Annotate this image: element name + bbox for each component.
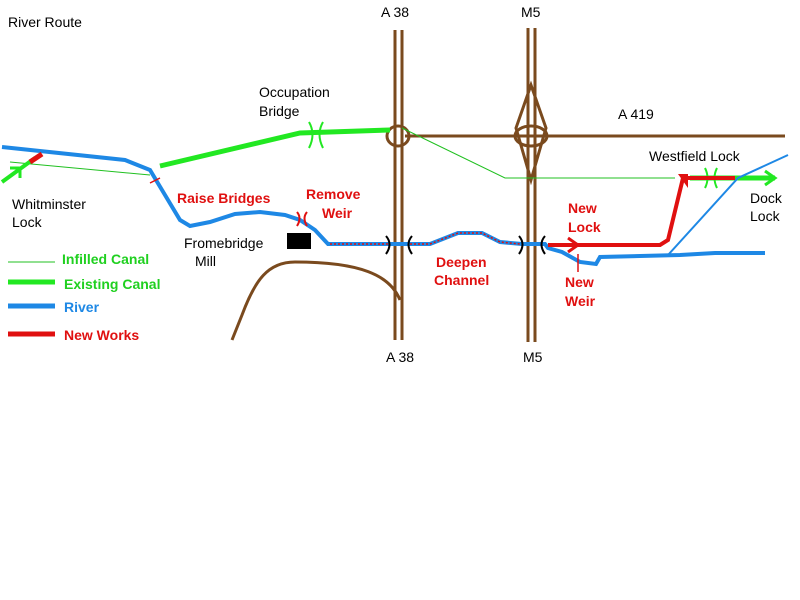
a38-bridge-right-icon	[407, 235, 413, 255]
a38-bridge-left-icon	[385, 235, 391, 255]
new-lock-label-1: New	[568, 200, 597, 216]
river-branch-east	[667, 154, 789, 256]
new-works	[28, 151, 735, 272]
map-title: River Route	[8, 14, 82, 30]
new-cut-channel	[548, 176, 735, 247]
westfield-lock-label: Westfield Lock	[649, 148, 741, 164]
raise-bridges-label: Raise Bridges	[177, 190, 271, 206]
fromebridge-mill-label-2: Mill	[195, 253, 216, 269]
occupation-bridge-label-1: Occupation	[259, 84, 330, 100]
infilled-canal	[9, 127, 675, 179]
dock-lock-arrow-icon	[764, 169, 778, 187]
westfield-lock-marker-icon	[678, 174, 688, 188]
a38-roundabout	[385, 124, 411, 148]
infilled-canal-east	[401, 127, 675, 179]
remove-weir-label-2: Weir	[322, 205, 353, 221]
new-weir-label-1: New	[565, 274, 594, 290]
bridge-brackets	[385, 235, 546, 255]
existing-canal-west	[159, 127, 391, 169]
new-lock-arrow-icon	[567, 236, 581, 254]
a38-bottom-label: A 38	[386, 349, 414, 365]
new-lock-label-2: Lock	[568, 219, 601, 235]
m5-bottom-label: M5	[523, 349, 543, 365]
deepen-channel-label-2: Channel	[434, 272, 489, 288]
occupation-bridge-icon	[308, 121, 324, 149]
whitminster-lock-arrow-icon	[10, 166, 22, 178]
a419-label: A 419	[618, 106, 654, 122]
m5-top-label: M5	[521, 4, 541, 20]
fromebridge-mill-icon	[287, 233, 311, 249]
whitminster-lock-label-1: Whitminster	[12, 196, 86, 212]
whitminster-lock-label-2: Lock	[12, 214, 43, 230]
remove-weir-icon	[296, 211, 308, 227]
infilled-canal-west	[9, 161, 151, 176]
deepen-channel-works	[330, 232, 521, 245]
legend-new-works-label: New Works	[64, 327, 139, 343]
dock-lock-label-1: Dock	[750, 190, 783, 206]
occupation-bridge-label-2: Bridge	[259, 103, 300, 119]
new-weir-label-2: Weir	[565, 293, 596, 309]
dock-lock-label-2: Lock	[750, 208, 781, 224]
legend: Infilled Canal Existing Canal River New …	[8, 251, 160, 343]
m5-junction-diamond	[514, 80, 548, 186]
river	[1, 145, 789, 267]
a38-top-label: A 38	[381, 4, 409, 20]
whitminster-new-works	[28, 151, 44, 165]
road-network	[230, 28, 785, 342]
river-bridge-marker-west	[149, 177, 161, 184]
m5-bridge-right-icon	[540, 235, 546, 255]
legend-river-label: River	[64, 299, 100, 315]
m5-bridge-left-icon	[518, 235, 524, 255]
remove-weir-label-1: Remove	[306, 186, 361, 202]
deepen-channel-label-1: Deepen	[436, 254, 487, 270]
river-main-channel	[1, 145, 765, 267]
legend-infilled-label: Infilled Canal	[62, 251, 149, 267]
fromebridge-mill-label-1: Fromebridge	[184, 235, 264, 251]
minor-road	[230, 260, 402, 341]
legend-existing-label: Existing Canal	[64, 276, 160, 292]
m5-roundabout	[513, 124, 549, 148]
